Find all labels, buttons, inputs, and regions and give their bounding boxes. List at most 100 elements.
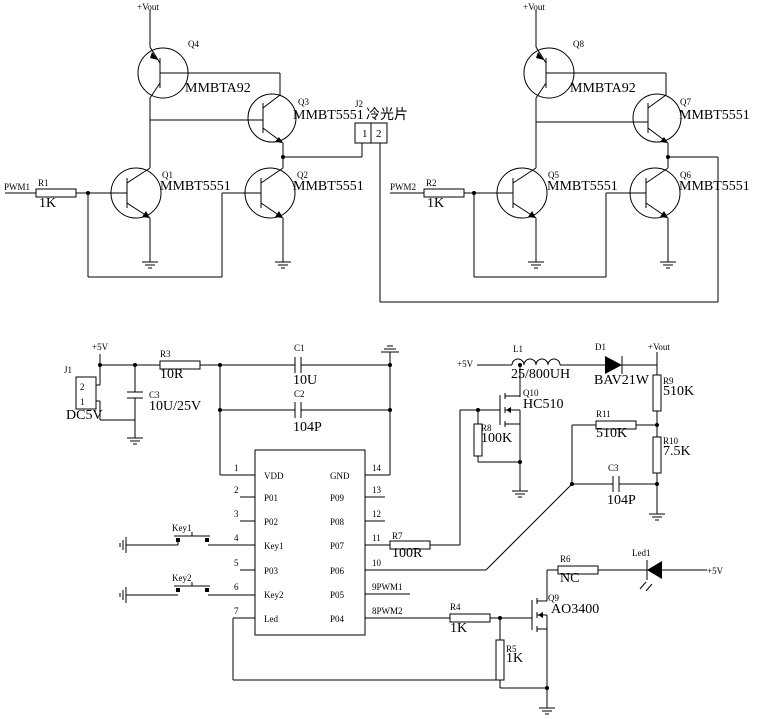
key2-label: Key2: [172, 573, 192, 583]
vout-label-3: +Vout: [648, 342, 670, 352]
r10-resistor: [652, 436, 662, 474]
q1-part: MMBT5551: [160, 179, 231, 194]
mcu-right-pin-name: P09: [330, 493, 345, 503]
r4-ref: R4: [450, 602, 461, 612]
mcu-chip: 1VDD2P013P024Key15P036Key27Led14GND13P09…: [234, 449, 410, 636]
q9-part: AO3400: [551, 602, 599, 617]
j1-pin1: 1: [80, 397, 85, 407]
c3b-ref: C3: [608, 463, 619, 473]
r5-value: 1K: [506, 651, 523, 666]
r11-value: 510K: [596, 426, 627, 441]
mcu-right-pin-num: 13: [372, 485, 382, 495]
j1-name: DC5V: [66, 408, 103, 423]
d1-diode: [605, 356, 622, 374]
q6-part: MMBT5551: [679, 179, 750, 194]
r7-value: 100R: [392, 546, 423, 561]
d1-ref: D1: [595, 342, 606, 352]
c3-ref: C3: [149, 390, 160, 400]
q4-part: MMBTA92: [185, 81, 251, 96]
q9-mosfet: [531, 598, 548, 632]
q3-transistor: [150, 93, 297, 144]
q5-ref: Q5: [548, 170, 559, 180]
v5-label-1: +5V: [92, 342, 109, 352]
vout-label-2: +Vout: [523, 2, 545, 12]
lamp-name: 冷光片: [366, 107, 408, 123]
q1-transistor: [88, 167, 162, 219]
c1-value: 10U: [293, 373, 317, 388]
key1-switch: Key1: [119, 523, 255, 554]
pwm1-input-label: PWM1: [4, 182, 30, 192]
q6-ref: Q6: [680, 170, 691, 180]
mcu-right-pin-num: 9PWM1: [372, 582, 403, 592]
mcu-right-pin-name: P07: [330, 541, 345, 551]
r6-ref: R6: [560, 554, 571, 564]
mcu-right-pin-name: P08: [330, 517, 345, 527]
c3-value: 10U/25V: [149, 399, 201, 414]
mcu-left-pin-num: 5: [234, 558, 239, 568]
r9-value: 510K: [663, 384, 694, 399]
mcu-right-pin-name: P04: [330, 614, 345, 624]
c3b-value: 104P: [607, 493, 636, 508]
c1-ref: C1: [294, 343, 305, 353]
r2-ref: R2: [426, 178, 437, 188]
mcu-right-pin-name: P05: [330, 590, 345, 600]
q10-part: HC510: [523, 397, 563, 412]
mcu-left-pin-name: P03: [264, 566, 279, 576]
r8-ref: R8: [481, 423, 492, 433]
q4-transistor: [137, 46, 189, 99]
r8-value: 100K: [481, 431, 512, 446]
j1-connector: [75, 376, 97, 410]
q5-part: MMBT5551: [547, 179, 618, 194]
driver2: +Vout Q8 MMBTA92 Q7 MMBT5551: [390, 2, 750, 278]
v5-label-2: +5V: [457, 359, 474, 369]
q2-ref: Q2: [297, 170, 308, 180]
mcu-left-pin-num: 6: [234, 582, 239, 592]
q8-part: MMBTA92: [570, 81, 636, 96]
r3-value: 10R: [160, 367, 184, 382]
lamp-connector: 1 2 J2 冷光片: [354, 99, 719, 303]
mcu-left-pin-name: VDD: [264, 471, 284, 481]
key2-switch: Key2: [119, 573, 255, 604]
r10-ref: R10: [663, 436, 679, 446]
mcu-left-pin-name: P02: [264, 517, 278, 527]
mcu-right-pin-num: 8PWM2: [372, 606, 403, 616]
mcu-right-pin-num: 12: [372, 509, 381, 519]
j1-ref: J1: [64, 365, 72, 375]
l1-ref: L1: [513, 344, 523, 354]
q3-part: MMBT5551: [293, 108, 364, 123]
q5-transistor: [474, 167, 548, 219]
q8-transistor: [523, 46, 575, 99]
r9-resistor: [652, 374, 662, 412]
q9-ref: Q9: [548, 593, 559, 603]
mcu-right-pin-num: 14: [372, 463, 382, 473]
v5-label-3: +5V: [707, 566, 724, 576]
mcu-left-pin-name: Key2: [264, 590, 284, 600]
q7-part: MMBT5551: [679, 108, 750, 123]
c2-ref: C2: [294, 389, 305, 399]
mcu-left-pin-num: 4: [234, 533, 239, 543]
q2-part: MMBT5551: [293, 179, 364, 194]
q10-ref: Q10: [523, 388, 539, 398]
d1-value: BAV21W: [594, 373, 650, 388]
l1-inductor: [511, 358, 561, 366]
mcu-left-pin-num: 1: [234, 463, 239, 473]
q7-transistor: [536, 93, 682, 144]
q3-ref: Q3: [298, 97, 309, 107]
boost-converter: +5V L1 25/800UH D1 BAV21W +Vout R9 510K …: [457, 342, 694, 521]
lamp-pin2: 2: [376, 128, 382, 140]
power-input: J1 2 1 DC5V +5V C3 10U/25V R3 10R C1: [64, 342, 399, 476]
key1-label: Key1: [172, 523, 192, 533]
pwm2-input-label: PWM2: [390, 182, 416, 192]
mcu-left-pin-name: Led: [264, 614, 278, 624]
r11-ref: R11: [596, 409, 611, 419]
mcu-right-pin-num: 11: [372, 533, 381, 543]
q2-transistor: [222, 167, 296, 219]
c2-value: 104P: [293, 420, 322, 435]
led1-diode: [639, 560, 662, 592]
mcu-right-pin-name: P06: [330, 566, 345, 576]
q4-ref: Q4: [188, 39, 199, 49]
l1-value: 25/800UH: [511, 367, 570, 382]
mcu-right-pin-name: GND: [330, 471, 350, 481]
lamp-ref: J2: [355, 99, 363, 109]
